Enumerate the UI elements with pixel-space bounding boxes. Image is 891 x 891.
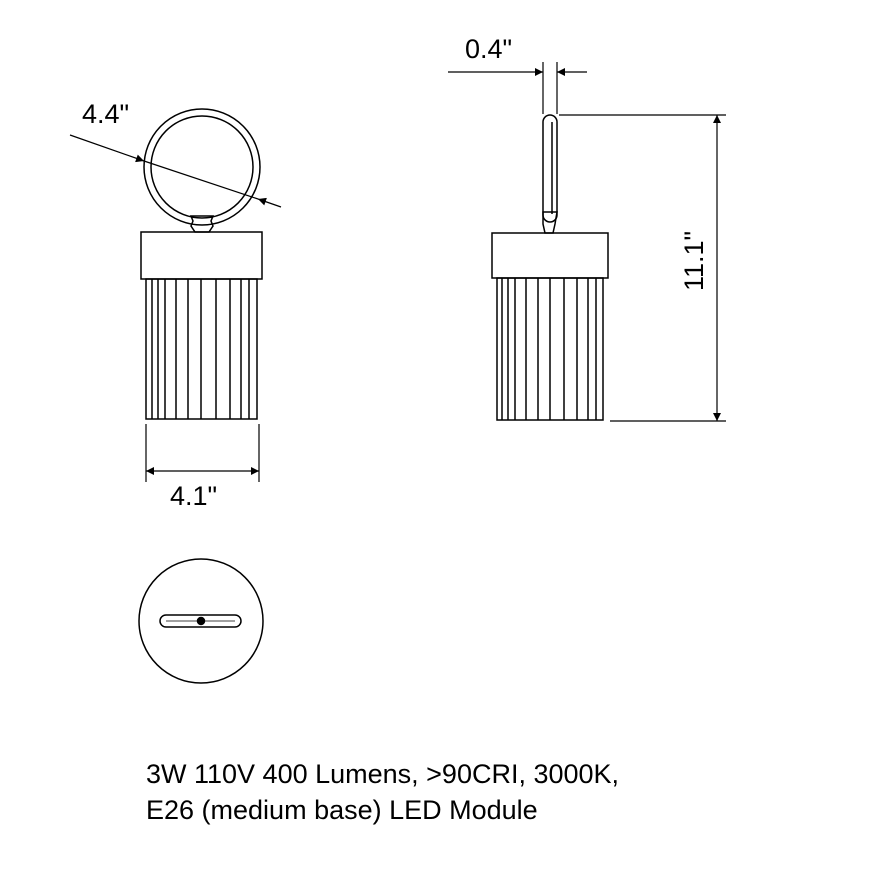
dimension-overall-height — [559, 114, 726, 422]
top-ring-pivot — [196, 616, 206, 626]
front-view — [140, 108, 263, 420]
side-cap — [491, 232, 609, 279]
front-cap — [140, 231, 263, 280]
dimension-ring-thickness — [448, 62, 587, 114]
spec-line-1: 3W 110V 400 Lumens, >90CRI, 3000K, — [146, 759, 620, 789]
top-ring-slot — [159, 614, 242, 628]
dimension-body-width — [145, 424, 260, 482]
side-view — [491, 114, 609, 421]
front-ring — [143, 108, 261, 226]
side-ring-edge — [542, 114, 558, 223]
body-width-label: 4.1" — [170, 481, 217, 511]
dimension-ring-diameter — [69, 134, 282, 208]
overall-height-label: 11.1" — [679, 231, 709, 291]
front-fluted-body — [145, 278, 258, 420]
side-fluted-body — [496, 277, 604, 421]
top-body-outline — [138, 558, 264, 684]
ring-diameter-label: 4.4" — [82, 99, 129, 129]
ring-thickness-label: 0.4" — [465, 34, 512, 64]
spec-line-2: E26 (medium base) LED Module — [146, 795, 538, 825]
top-view — [138, 558, 264, 684]
